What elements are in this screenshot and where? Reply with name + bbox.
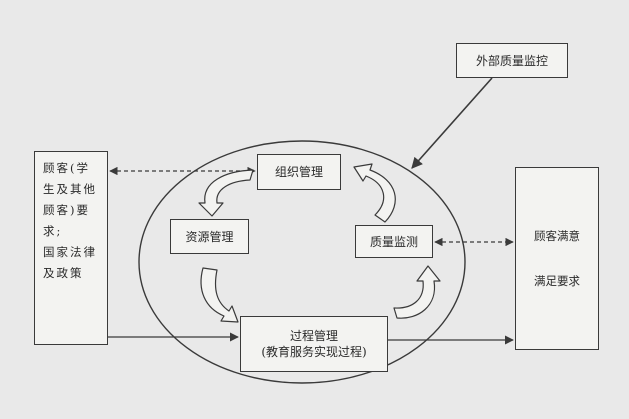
process-management-box: 过程管理 (教育服务实现过程) [240, 316, 388, 372]
cycle-arrow-process-to-quality [393, 265, 441, 319]
resource-management-label: 资源管理 [185, 229, 234, 244]
organization-management-box: 组织管理 [257, 154, 341, 190]
customer-req-line: 顾客)要 [43, 203, 90, 217]
customer-satisfaction-label: 顾客满意 [534, 228, 580, 243]
quality-monitoring-label: 质量监测 [369, 234, 418, 249]
process-cycle-ellipse [138, 140, 466, 384]
external-monitoring-box: 外部质量监控 [456, 43, 568, 78]
process-management-sublabel: (教育服务实现过程) [261, 345, 367, 359]
customer-requirements-box: 顾客(学 生及其他 顾客)要 求; 国家法律 及政策 [34, 151, 108, 345]
customer-req-line: 顾客(学 [43, 161, 90, 175]
customer-req-line: 国家法律 [43, 245, 97, 259]
customer-req-line: 求; [43, 224, 63, 238]
process-management-label: 过程管理 [289, 329, 338, 343]
customer-satisfaction-box: 顾客满意 满足要求 [515, 167, 599, 350]
cycle-arrow-org-to-resource [198, 169, 254, 217]
quality-monitoring-box: 质量监测 [355, 225, 433, 258]
cycle-arrow-quality-to-org [353, 163, 396, 223]
external-monitoring-label: 外部质量监控 [475, 53, 548, 68]
customer-req-line: 及政策 [43, 266, 84, 280]
cycle-arrow-resource-to-process [200, 267, 239, 323]
external-monitoring-arrow [411, 77, 493, 169]
requirements-met-label: 满足要求 [534, 273, 580, 288]
customer-req-line: 生及其他 [43, 182, 97, 196]
resource-management-box: 资源管理 [170, 219, 249, 254]
organization-management-label: 组织管理 [274, 165, 323, 179]
